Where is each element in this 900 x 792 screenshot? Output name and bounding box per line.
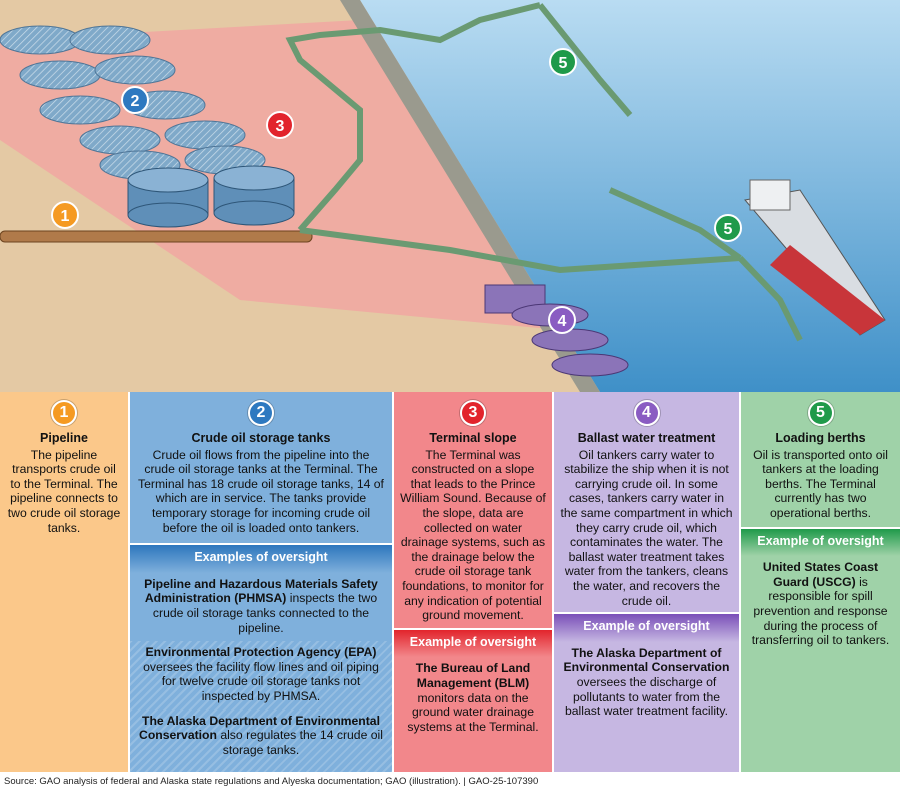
- section-loading-berths: 5 Loading berths Oil is transported onto…: [741, 392, 900, 772]
- section-storage-tanks: 2 Crude oil storage tanks Crude oil flow…: [130, 392, 394, 772]
- svg-text:5: 5: [724, 221, 733, 238]
- marker-5-upper: 5: [549, 48, 577, 76]
- section-title: Crude oil storage tanks: [191, 431, 331, 445]
- marker-2: 2: [121, 86, 149, 114]
- section-title: Loading berths: [775, 431, 866, 445]
- section-description: The pipeline transports crude oil to the…: [7, 447, 121, 535]
- terminal-illustration: 1 2 3 4 5 5: [0, 0, 900, 392]
- section-description: Oil is transported onto oil tankers at t…: [753, 447, 888, 520]
- oversight-header: Examples of oversight: [130, 543, 392, 573]
- section-description: Crude oil flows from the pipeline into t…: [138, 447, 384, 535]
- marker-3: 3: [266, 111, 294, 139]
- section-title: Ballast water treatment: [577, 431, 716, 445]
- section-description: The Terminal was constructed on a slope …: [400, 447, 546, 623]
- section-ballast-water: 4 Ballast water treatment Oil tankers ca…: [554, 392, 741, 772]
- oversight-header: Example of oversight: [394, 627, 552, 658]
- number-badge: 2: [248, 400, 274, 426]
- svg-text:3: 3: [276, 118, 285, 135]
- oversight-item: The Alaska Department of Environmental C…: [130, 709, 392, 772]
- pipeline: [0, 230, 313, 243]
- oversight-item: Environmental Protection Agency (EPA) ov…: [130, 641, 392, 710]
- source-note: Source: GAO analysis of federal and Alas…: [4, 776, 539, 787]
- section-description: Oil tankers carry water to stabilize the…: [560, 447, 733, 608]
- svg-text:5: 5: [559, 55, 568, 72]
- section-terminal-slope: 3 Terminal slope The Terminal was constr…: [394, 392, 554, 772]
- loading-pipes: [285, 2, 803, 342]
- oversight-item: Pipeline and Hazardous Materials Safety …: [144, 576, 378, 635]
- oversight-item: The Bureau of Land Management (BLM) moni…: [407, 661, 539, 734]
- number-badge: 3: [460, 400, 486, 426]
- marker-1: 1: [51, 201, 79, 229]
- marker-5-lower: 5: [714, 214, 742, 242]
- number-badge: 4: [633, 400, 660, 426]
- marker-4: 4: [548, 306, 576, 334]
- svg-text:1: 1: [61, 208, 70, 225]
- svg-text:4: 4: [558, 313, 567, 330]
- oil-tanker: [744, 179, 886, 336]
- oversight-header: Example of oversight: [554, 612, 739, 642]
- oversight-item: United States Coast Guard (USCG) is resp…: [751, 560, 890, 648]
- info-panels: 1 Pipeline The pipeline transports crude…: [0, 392, 900, 772]
- oversight-item: The Alaska Department of Environmental C…: [563, 645, 730, 719]
- section-title: Terminal slope: [429, 431, 517, 445]
- number-badge: 1: [51, 400, 77, 426]
- number-badge: 5: [807, 400, 834, 426]
- oversight-header: Example of oversight: [741, 526, 900, 557]
- svg-text:2: 2: [131, 93, 140, 110]
- section-pipeline: 1 Pipeline The pipeline transports crude…: [0, 392, 130, 772]
- section-title: Pipeline: [40, 431, 88, 445]
